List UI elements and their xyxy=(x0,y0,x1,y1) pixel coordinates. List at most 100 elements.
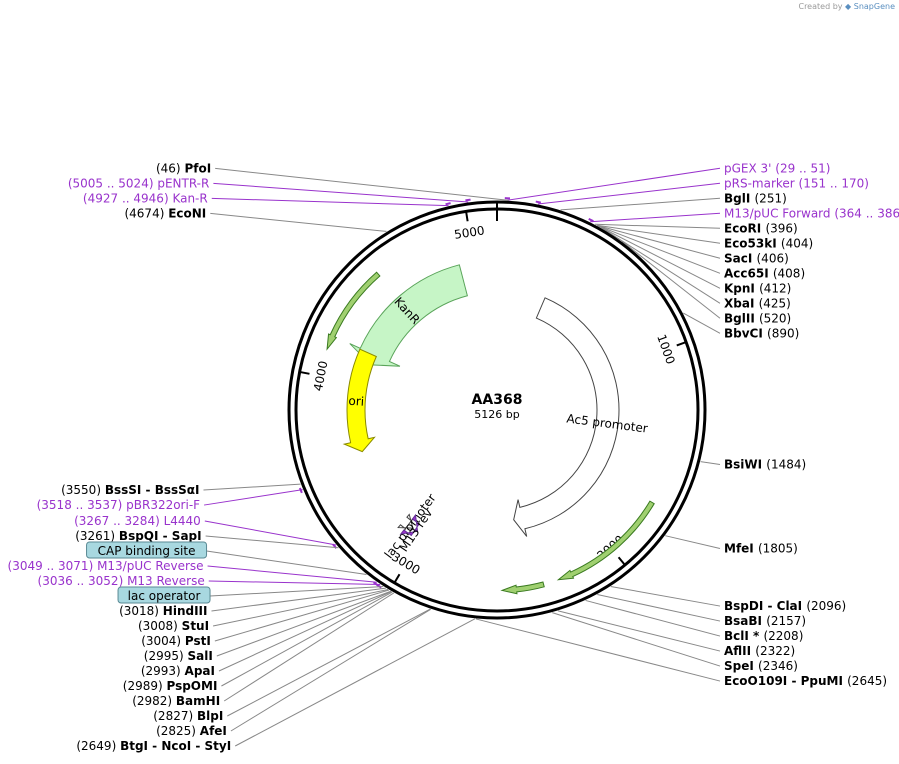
feature-label-ori: ori xyxy=(348,394,364,409)
leader-line xyxy=(683,312,721,334)
feature-m13-rev[interactable] xyxy=(399,513,420,537)
site-bbvci[interactable]: BbvCI (890) xyxy=(724,326,799,340)
tick-mark xyxy=(676,341,687,347)
tick-mark xyxy=(393,573,401,584)
site-stui[interactable]: (3008) StuI xyxy=(138,619,209,633)
site-acc65i[interactable]: Acc65I (408) xyxy=(724,266,805,280)
site-btgi-ncoi-styi[interactable]: (2649) BtgI - NcoI - StyI xyxy=(76,739,231,753)
primer-l4440[interactable]: (3267 .. 3284) L4440 xyxy=(74,514,201,528)
primer-m13-puc-reverse[interactable]: (3049 .. 3071) M13/pUC Reverse xyxy=(8,559,204,573)
site-afei[interactable]: (2825) AfeI xyxy=(156,724,227,738)
site-sali[interactable]: (2995) SalI xyxy=(144,649,213,663)
leader-line xyxy=(594,223,721,229)
leader-line xyxy=(215,167,509,201)
leader-line xyxy=(598,225,721,289)
leader-line xyxy=(234,618,476,747)
site-eco53ki[interactable]: Eco53kI (404) xyxy=(724,236,813,250)
leader-line xyxy=(213,182,469,203)
site-bspqi-sapi[interactable]: (3261) BspQI - SapI xyxy=(75,529,201,543)
primer-pentr-r[interactable]: (5005 .. 5024) pENTR-R xyxy=(68,176,210,190)
primer-mark xyxy=(588,217,594,223)
site-blpi[interactable]: (2827) BlpI xyxy=(153,709,223,723)
site-aflii[interactable]: AflII (2322) xyxy=(724,644,795,658)
leader-line xyxy=(475,618,721,682)
leader-line xyxy=(558,610,721,652)
leader-line xyxy=(552,612,721,667)
leader-line xyxy=(597,225,721,274)
leader-line xyxy=(227,608,431,717)
boxed-feature-lac-operator[interactable] xyxy=(117,586,211,604)
boxed-feature-label: CAP binding site xyxy=(98,544,196,558)
leader-line xyxy=(601,227,721,304)
primer-kan-r[interactable]: (4927 .. 4946) Kan-R xyxy=(83,191,208,205)
leader-line xyxy=(537,182,721,205)
leader-line xyxy=(223,592,395,702)
leader-line xyxy=(507,167,721,201)
leader-line xyxy=(585,599,721,637)
site-pfoi[interactable]: (46) PfoI xyxy=(156,161,211,175)
site-hindiii[interactable]: (3018) HindIII xyxy=(119,604,207,618)
site-bsabi[interactable]: BsaBI (2157) xyxy=(724,614,806,628)
site-ecoo109i-ppumi[interactable]: EcoO109I - PpuMI (2645) xyxy=(724,674,887,688)
leader-line xyxy=(211,587,386,612)
site-ecori[interactable]: EcoRI (396) xyxy=(724,221,798,235)
leader-line xyxy=(221,591,393,687)
site-kpni[interactable]: KpnI (412) xyxy=(724,281,791,295)
primer-mark xyxy=(465,198,471,202)
leader-line xyxy=(621,240,721,319)
credit-prefix: Created by xyxy=(798,2,843,11)
orf-arrow xyxy=(556,500,655,581)
site-mfei[interactable]: MfeI (1805) xyxy=(724,541,798,555)
credit-brand-text: SnapGene xyxy=(853,2,895,11)
tick-mark xyxy=(617,556,626,566)
leader-line xyxy=(590,212,721,223)
site-bglii[interactable]: BglII (520) xyxy=(724,311,791,325)
leader-line xyxy=(208,580,381,586)
site-bamhi[interactable]: (2982) BamHI xyxy=(132,694,220,708)
tick-label: 1000 xyxy=(654,333,678,366)
plasmid-name: AA368 xyxy=(472,392,523,408)
primer-m13-reverse[interactable]: (3036 .. 3052) M13 Reverse xyxy=(38,574,205,588)
site-pspomi[interactable]: (2989) PspOMI xyxy=(123,679,218,693)
feature-kanr[interactable] xyxy=(349,264,468,367)
site-bsssi-bsss-i[interactable]: (3550) BssSI - BssSαI xyxy=(61,483,199,497)
boxed-feature-label: lac operator xyxy=(128,589,201,603)
leader-line xyxy=(204,520,337,546)
primer-m13-puc-forward[interactable]: M13/pUC Forward (364 .. 386) xyxy=(724,206,899,220)
site-psti[interactable]: (3004) PstI xyxy=(141,634,211,648)
site-apai[interactable]: (2993) ApaI xyxy=(141,664,215,678)
site-bspdi-clai[interactable]: BspDI - ClaI (2096) xyxy=(724,599,846,613)
primer-prs-marker[interactable]: pRS-marker (151 .. 170) xyxy=(724,176,869,190)
site-labels: pGEX 3' (29 .. 51)pRS-marker (151 .. 170… xyxy=(8,161,899,753)
primer-pbr322ori-f[interactable]: (3518 .. 3537) pBR322ori-F xyxy=(37,498,201,512)
site-saci[interactable]: SacI (406) xyxy=(724,251,789,265)
leader-line xyxy=(205,535,339,549)
orf-arrow xyxy=(326,271,381,351)
feature-ori[interactable] xyxy=(342,348,377,453)
leader-line xyxy=(596,224,721,244)
primer-mark xyxy=(445,202,451,206)
orf-arrow xyxy=(500,581,545,595)
site-bcli[interactable]: BclI * (2208) xyxy=(724,629,803,643)
leader-line xyxy=(218,591,392,672)
primer-pgex-3[interactable]: pGEX 3' (29 .. 51) xyxy=(724,161,830,175)
leader-line xyxy=(665,535,721,549)
tick-label: 5000 xyxy=(453,223,485,242)
tick-mark xyxy=(465,211,469,222)
tick-label: 4000 xyxy=(311,360,331,393)
leader-line xyxy=(212,589,389,627)
leader-line xyxy=(560,197,721,211)
plasmid-length: 5126 bp xyxy=(474,408,519,421)
site-spei[interactable]: SpeI (2346) xyxy=(724,659,798,673)
boxed-feature-cap-binding-site[interactable] xyxy=(86,541,208,559)
leader-line xyxy=(210,212,387,232)
leader-lines xyxy=(203,167,721,747)
site-econi[interactable]: (4674) EcoNI xyxy=(124,206,206,220)
leader-line xyxy=(216,590,392,657)
leader-line xyxy=(207,565,377,583)
site-bsiwi[interactable]: BsiWI (1484) xyxy=(724,457,806,471)
feature-lac-promoter[interactable] xyxy=(397,513,414,530)
feature-ac5-promoter[interactable] xyxy=(513,297,620,537)
site-xbai[interactable]: XbaI (425) xyxy=(724,296,791,310)
site-bgli[interactable]: BglI (251) xyxy=(724,191,787,205)
